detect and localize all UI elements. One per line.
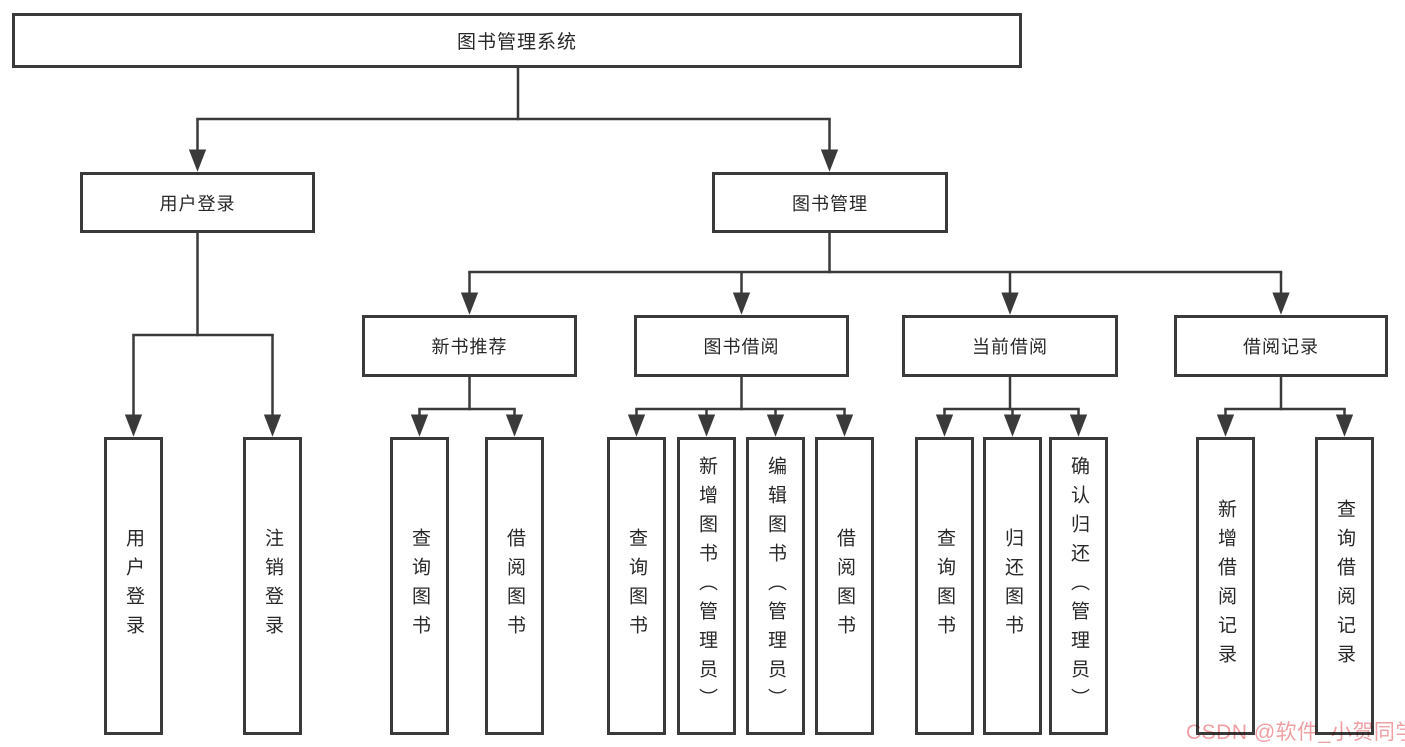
leaf-label: 注销登录 [262, 528, 283, 644]
leaf-query-book: 查询图书 [607, 437, 666, 735]
leaf-label: 新增借阅记录 [1215, 499, 1236, 673]
node-book-borrow: 图书借阅 [634, 315, 849, 377]
node-current-borrow: 当前借阅 [902, 315, 1118, 377]
leaf-label: 编辑图书（管理员） [765, 455, 786, 717]
leaf-label: 查询图书 [934, 528, 955, 644]
leaf-label: 借阅图书 [504, 528, 525, 644]
node-book-management: 图书管理 [712, 172, 948, 233]
leaf-add-book-admin: 新增图书（管理员） [677, 437, 736, 735]
leaf-label: 查询图书 [409, 528, 430, 644]
node-label: 借阅记录 [1243, 337, 1319, 357]
node-user-login: 用户登录 [80, 172, 315, 233]
leaf-edit-book-admin: 编辑图书（管理员） [746, 437, 805, 735]
node-label: 新书推荐 [431, 337, 508, 357]
node-label: 图书管理系统 [456, 32, 577, 53]
leaf-query-book-recommend: 查询图书 [390, 437, 449, 735]
node-new-book-recommend: 新书推荐 [362, 315, 577, 377]
leaf-query-borrow-record: 查询借阅记录 [1315, 437, 1374, 735]
leaf-label: 归还图书 [1002, 528, 1023, 644]
leaf-label: 确认归还（管理员） [1068, 455, 1089, 717]
leaf-logout: 注销登录 [243, 437, 302, 735]
csdn-watermark: CSDN @软件_小贺同学 [1186, 721, 1405, 744]
leaf-add-borrow-record: 新增借阅记录 [1196, 437, 1255, 735]
leaf-label: 新增图书（管理员） [696, 455, 717, 717]
leaf-return-book: 归还图书 [983, 437, 1042, 735]
leaf-user-login: 用户登录 [104, 437, 163, 735]
leaf-borrow-book: 借阅图书 [815, 437, 874, 735]
node-label: 当前借阅 [972, 337, 1048, 357]
leaf-borrow-book-recommend: 借阅图书 [485, 437, 544, 735]
leaf-label: 查询图书 [626, 528, 647, 644]
node-root-library-system: 图书管理系统 [12, 13, 1022, 68]
node-borrow-record: 借阅记录 [1174, 315, 1388, 377]
leaf-label: 用户登录 [123, 528, 144, 644]
leaf-confirm-return-admin: 确认归还（管理员） [1049, 437, 1108, 735]
leaf-label: 查询借阅记录 [1334, 499, 1355, 673]
node-label: 图书管理 [792, 193, 868, 214]
leaf-query-current-book: 查询图书 [915, 437, 974, 735]
leaf-label: 借阅图书 [834, 528, 855, 644]
node-label: 用户登录 [159, 193, 236, 214]
node-label: 图书借阅 [703, 337, 780, 357]
